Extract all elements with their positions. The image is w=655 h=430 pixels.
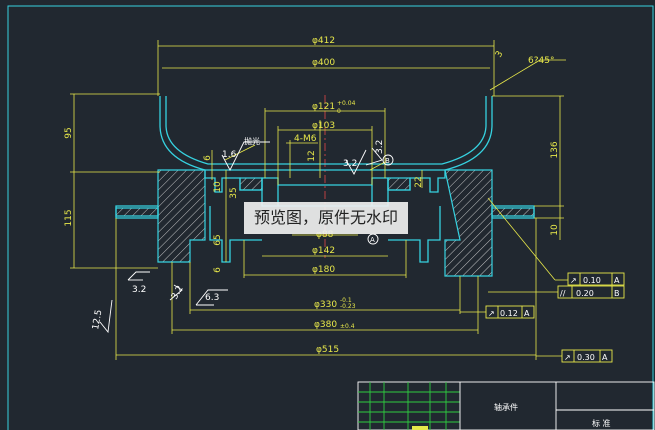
dim-phi380: φ380 — [314, 320, 337, 330]
datum-b: B — [385, 157, 390, 165]
title-block — [357, 381, 655, 430]
roughness-12-5: 12.5 — [91, 309, 104, 330]
roughness-1-6: 1.6 — [222, 150, 237, 160]
tol-4-value: 0.30 — [577, 353, 595, 362]
dim-115: 115 — [64, 209, 74, 226]
dim-6b: 6 — [213, 267, 223, 273]
dim-35: 35 — [229, 187, 239, 198]
roughness-symbols — [99, 141, 383, 334]
roughness-6-3: 6.3 — [205, 293, 219, 303]
dim-phi380-tol: ±0.4 — [340, 323, 355, 330]
title-part-name: 轴承件 — [494, 402, 518, 412]
dim-95: 95 — [64, 127, 74, 138]
tol-2-datum: B — [614, 289, 620, 298]
dim-phi330-tol2: -0.23 — [340, 303, 356, 310]
dim-phi400: φ400 — [312, 58, 335, 68]
dim-phi330: φ330 — [314, 300, 337, 310]
tol-1-value: 0.10 — [583, 276, 601, 285]
dim-phi88: φ88 — [316, 230, 334, 240]
dim-12: 12 — [307, 150, 317, 161]
dim-65: 65 — [213, 234, 223, 245]
roughness-3-2-c: 3.2 — [132, 285, 146, 295]
drawing-border — [7, 5, 654, 430]
tol-4-datum: A — [602, 353, 608, 362]
tol-3-value: 0.12 — [500, 309, 518, 318]
dim-phi515: φ515 — [316, 345, 339, 355]
dimension-text: φ412 φ400 φ121 +0.04 0 φ103 4-M6 φ88 φ14… — [64, 36, 560, 355]
tol-4-symbol: ↗ — [564, 353, 571, 362]
dim-r3: 3 — [494, 50, 506, 60]
tol-3-datum: A — [524, 309, 530, 318]
dim-phi121: φ121 — [312, 102, 335, 112]
datum-a: A — [370, 236, 375, 244]
tol-2-symbol: // — [560, 289, 566, 298]
tolerance-text: ↗ 0.10 A // 0.20 B ↗ 0.12 A ↗ 0.30 A — [488, 276, 620, 362]
tol-1-symbol: ↗ — [570, 276, 577, 285]
dim-4-m6: 4-M6 — [294, 134, 317, 144]
watermark: 预览图，原件无水印 — [244, 202, 408, 234]
tol-1-datum: A — [614, 276, 620, 285]
datum-markers — [367, 154, 394, 245]
dim-phi412: φ412 — [312, 36, 335, 46]
roughness-3-2-a: 3.2 — [343, 159, 357, 169]
dim-phi121-tol2: 0 — [337, 108, 341, 115]
dim-phi330-tol: -0.1 — [340, 297, 352, 304]
dim-phi103: φ103 — [312, 121, 335, 131]
dim-10-right: 10 — [550, 224, 560, 236]
section-hatch — [115, 169, 535, 277]
title-label: 标 准 — [592, 418, 611, 428]
note-polish: 抛光 — [244, 136, 260, 146]
dim-phi180: φ180 — [312, 265, 335, 275]
dim-phi142: φ142 — [312, 246, 335, 256]
tolerance-frames — [485, 272, 625, 363]
tol-2-value: 0.20 — [576, 289, 594, 298]
dim-136: 136 — [550, 141, 560, 158]
tol-3-symbol: ↗ — [488, 309, 495, 318]
dimension-lines — [70, 40, 568, 360]
roughness-3-2-b: 3.2 — [375, 140, 385, 154]
dim-10-left: 10 — [213, 181, 223, 193]
dim-22: 22 — [414, 176, 424, 187]
dim-6: 6 — [203, 155, 213, 161]
dim-phi121-tol: +0.04 — [337, 100, 356, 107]
dim-chamfer: 6?45° — [528, 56, 554, 66]
